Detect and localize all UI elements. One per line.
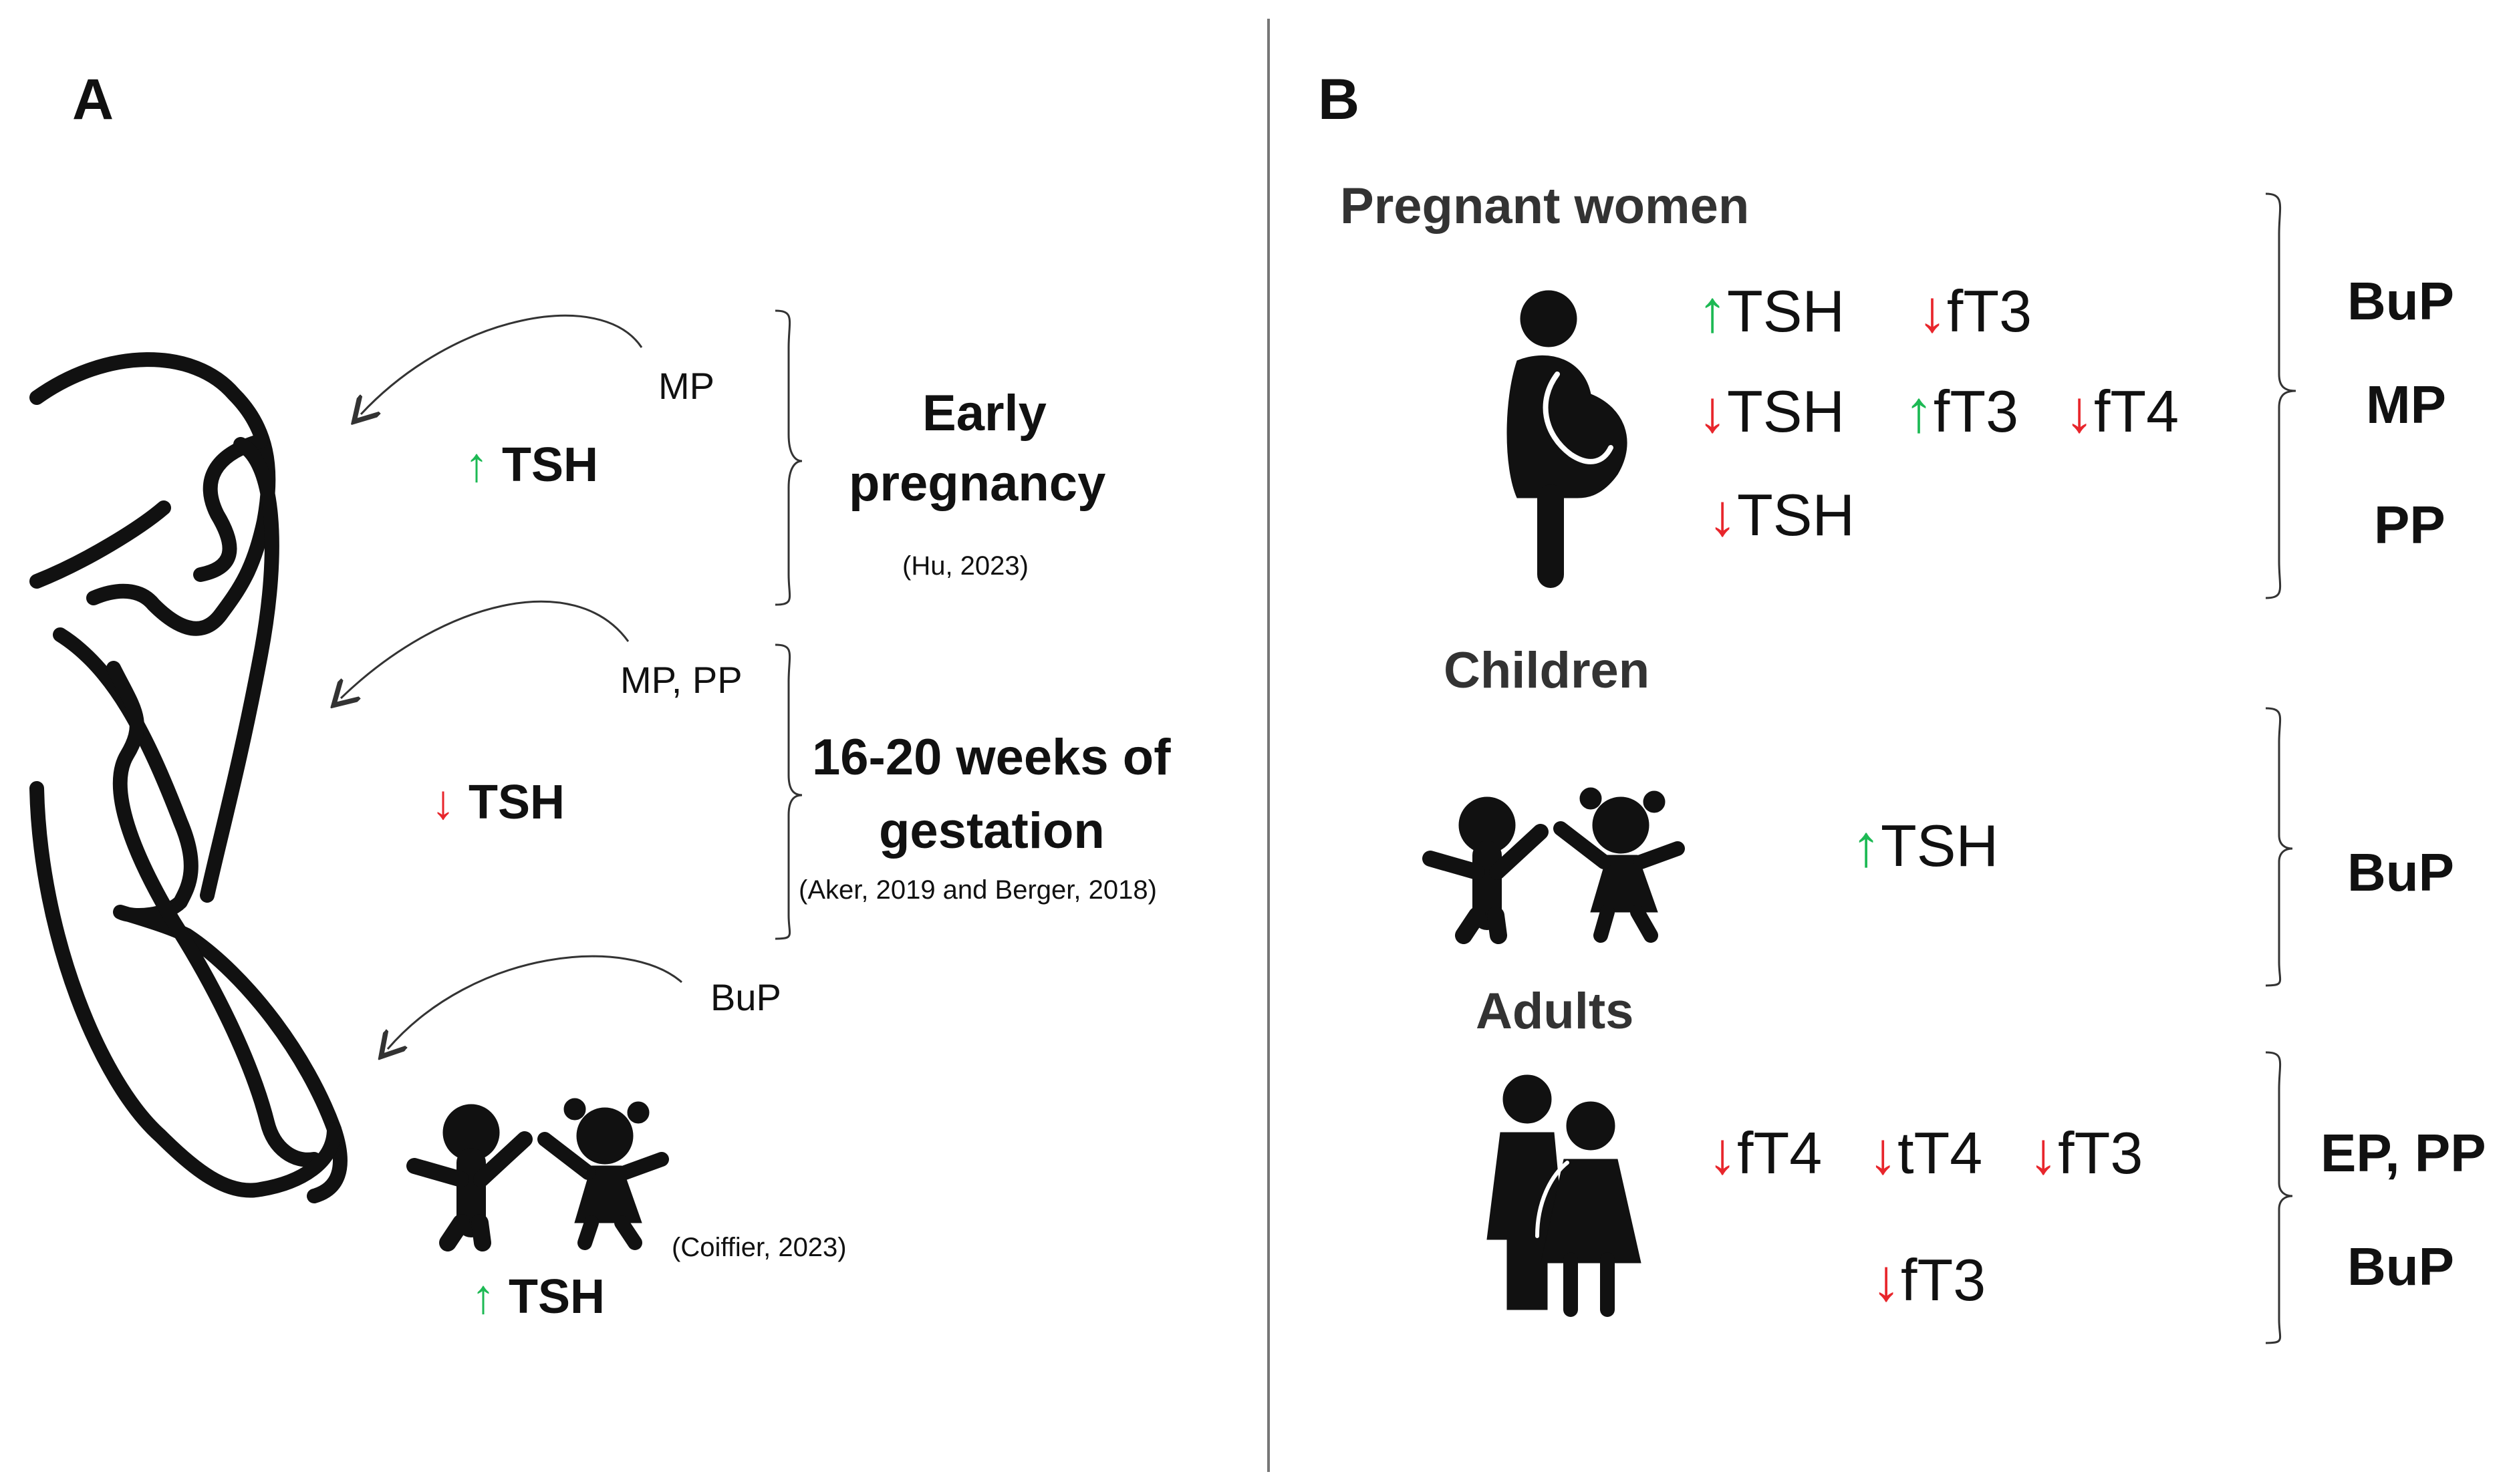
exposure-ep-pp: EP, PP <box>2321 1123 2486 1183</box>
down-arrow-icon: ↓ <box>2064 378 2094 444</box>
up-arrow-icon: ↑ <box>1851 812 1881 879</box>
tsh-label: TSH <box>509 1270 606 1324</box>
up-arrow-icon: ↑ <box>465 438 489 492</box>
tt4-label: tT4 <box>1897 1120 1983 1186</box>
ft3-label: fT3 <box>1901 1247 1986 1313</box>
ft3-label: fT3 <box>1933 378 2019 444</box>
early-ref: (Hu, 2023) <box>902 551 1029 581</box>
mid-gestation-title-2: gestation <box>879 802 1105 859</box>
early-pregnancy-title-2: pregnancy <box>849 455 1106 512</box>
mid-ref: (Aker, 2019 and Berger, 2018) <box>799 875 1157 905</box>
row-mp-pregnant: ↓TSH ↑fT3 ↓fT4 <box>1698 378 2179 446</box>
adults-title: Adults <box>1476 983 1634 1040</box>
tsh-label: TSH <box>1727 278 1845 344</box>
label-mp: MP <box>658 365 714 407</box>
pregnant-woman-icon <box>1506 290 1627 588</box>
adults-icon <box>1486 1074 1641 1317</box>
row-ep-pp-adults: ↓fT4 ↓tT4 ↓fT3 <box>1708 1119 2143 1187</box>
row-pp-pregnant: ↓TSH <box>1708 481 1855 549</box>
down-arrow-icon: ↓ <box>1917 278 1947 344</box>
children-title: Children <box>1444 642 1650 699</box>
down-arrow-icon: ↓ <box>1698 378 1727 444</box>
down-arrow-icon: ↓ <box>431 776 455 829</box>
label-bup: BuP <box>710 976 781 1018</box>
tsh-up-early: ↑ TSH <box>465 438 598 492</box>
down-arrow-icon: ↓ <box>1708 1120 1737 1186</box>
exposure-mp: MP <box>2366 375 2446 434</box>
down-arrow-icon: ↓ <box>1871 1247 1901 1313</box>
tsh-up-child: ↑ TSH <box>471 1270 605 1324</box>
label-mp-pp: MP, PP <box>620 659 743 701</box>
ft3-label: fT3 <box>2058 1120 2143 1186</box>
exposure-bup-children: BuP <box>2347 843 2454 902</box>
panel-b-letter: B <box>1318 67 1360 132</box>
down-arrow-icon: ↓ <box>2028 1120 2059 1186</box>
tsh-label: TSH <box>502 438 599 492</box>
panel-divider <box>1267 19 1270 1472</box>
pregnant-women-title: Pregnant women <box>1340 178 1750 235</box>
up-arrow-icon: ↑ <box>1698 278 1727 344</box>
down-arrow-icon: ↓ <box>1708 482 1737 548</box>
row-bup-adults: ↓fT3 <box>1871 1246 1986 1314</box>
exposure-bup-adults: BuP <box>2347 1237 2454 1296</box>
tsh-label: TSH <box>1881 812 1998 879</box>
tsh-label: TSH <box>469 776 565 829</box>
tsh-down-mid: ↓ TSH <box>431 775 565 830</box>
tsh-label: TSH <box>1727 378 1845 444</box>
child-ref: (Coiffier, 2023) <box>672 1233 847 1262</box>
early-pregnancy-title-1: Early <box>922 385 1047 442</box>
children-icon <box>1422 787 1685 944</box>
children-icon <box>406 1098 669 1251</box>
brace-icon <box>2265 192 2296 1344</box>
brace-icon <box>775 309 803 940</box>
ft4-label: fT4 <box>2093 378 2179 444</box>
exposure-pp: PP <box>2374 495 2445 555</box>
curved-arrow-icon <box>341 315 682 1049</box>
mid-gestation-title-1: 16-20 weeks of <box>812 729 1171 786</box>
up-arrow-icon: ↑ <box>471 1270 495 1324</box>
row-bup-pregnant: ↑TSH ↓fT3 <box>1698 277 2032 345</box>
exposure-bup: BuP <box>2347 271 2454 331</box>
pregnant-woman-silhouette-icon <box>29 352 348 1203</box>
row-bup-children: ↑TSH <box>1851 812 1998 880</box>
up-arrow-icon: ↑ <box>1903 378 1934 444</box>
panel-a-letter: A <box>72 67 114 132</box>
ft3-label: fT3 <box>1946 278 2032 344</box>
tsh-label: TSH <box>1737 482 1855 548</box>
down-arrow-icon: ↓ <box>1868 1120 1898 1186</box>
ft4-label: fT4 <box>1737 1120 1823 1186</box>
